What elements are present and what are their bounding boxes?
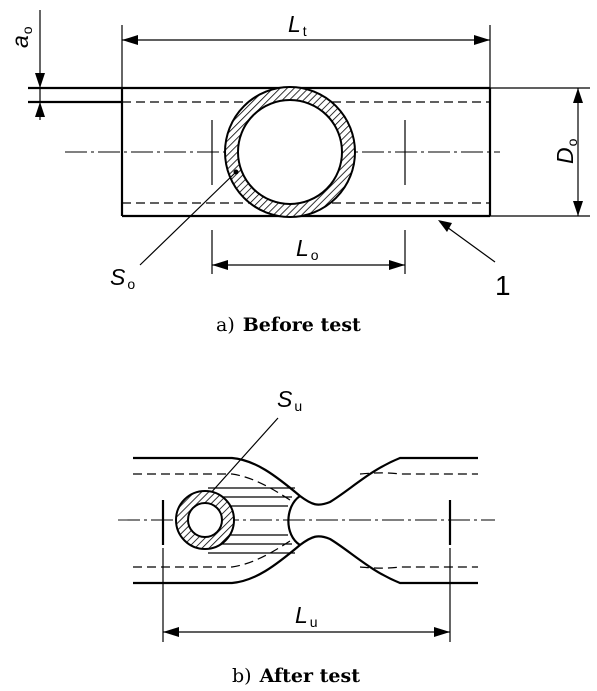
- dim-do-label: Do: [552, 138, 580, 164]
- cross-section-su: [175, 490, 235, 550]
- callout-1-label: 1: [495, 270, 511, 301]
- caption-before-test: a)Before test: [216, 314, 361, 336]
- callout-1: 1: [438, 220, 511, 301]
- cross-section-so: [224, 86, 356, 218]
- tube-after: [118, 456, 495, 585]
- dim-ao-label: ao: [7, 26, 35, 48]
- caption-after-test: b)After test: [232, 665, 360, 687]
- dimension-ao: ao: [7, 10, 45, 120]
- dimension-do: Do: [490, 87, 590, 217]
